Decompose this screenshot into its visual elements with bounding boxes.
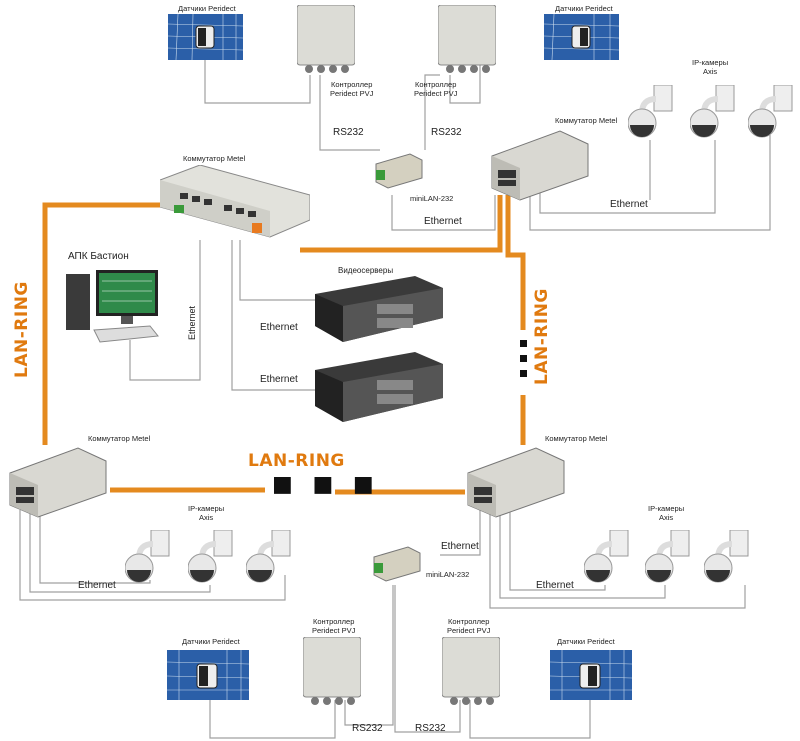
ipcams-label-bottom-right: IP-камеры Axis — [648, 504, 685, 522]
lanring-label-right: LAN-RING — [532, 288, 552, 385]
controller-box-top-right — [437, 4, 497, 75]
rs232-label-bottom-left: RS232 — [352, 723, 383, 734]
ipcams-label-bottom-left: IP-камеры Axis — [188, 504, 225, 522]
apk-workstation-icon — [66, 266, 162, 344]
ipcams-label-top: IP-камеры Axis — [692, 58, 729, 76]
ip-camera-icon-top-3 — [747, 84, 796, 141]
controller-box-bottom-left — [302, 636, 362, 707]
switch-metel-bottom-left — [8, 443, 108, 518]
minilan-label-bottom: miniLAN-232 — [426, 570, 470, 579]
switch-metel-bottom-right — [466, 443, 566, 518]
controller-label-top-right: Контроллер Peridect PVJ — [414, 80, 458, 98]
minilan-converter-top — [372, 152, 424, 190]
videoserver-1 — [315, 276, 443, 342]
sensor-photo-bottom-left — [166, 650, 250, 700]
ethernet-label-server-2: Ethernet — [260, 374, 298, 385]
ip-camera-icon-br-1 — [583, 529, 632, 586]
controller-box-bottom-right — [441, 636, 501, 707]
switch-label-bottom-right: Коммутатор Metel — [545, 434, 608, 443]
ring-continuation-dots-right — [520, 340, 528, 385]
lanring-label-bottom: LAN-RING — [248, 451, 345, 471]
sensor-photo-bottom-right — [549, 650, 633, 700]
ethernet-label-bottom-left: Ethernet — [78, 580, 116, 591]
controller-label-bottom-right: Контроллер Peridect PVJ — [447, 617, 491, 635]
ethernet-label-bottom-right: Ethernet — [536, 580, 574, 591]
ethernet-label-apk: Ethernet — [187, 305, 197, 340]
sensor-label-bottom-right: Датчики Peridect — [557, 637, 615, 646]
controller-box-top-left — [296, 4, 356, 75]
ip-camera-icon-bl-1 — [124, 529, 173, 586]
videoservers-label: Видеосерверы — [338, 266, 394, 275]
sensor-label-bottom-left: Датчики Peridect — [182, 637, 240, 646]
ip-camera-icon-top-1 — [627, 84, 676, 141]
switch-metel-rack — [159, 164, 311, 245]
ethernet-label-top-right: Ethernet — [610, 199, 648, 210]
apk-label: АПК Бастион — [68, 251, 129, 262]
ethernet-label-server-1: Ethernet — [260, 322, 298, 333]
sensor-label-top-left: Датчики Peridect — [178, 4, 236, 13]
videoserver-2 — [315, 352, 443, 422]
ip-camera-icon-br-2 — [644, 529, 693, 586]
switch-label-bottom-left: Коммутатор Metel — [88, 434, 151, 443]
switch-label-rack: Коммутатор Metel — [183, 154, 246, 163]
rs232-label-top-right: RS232 — [431, 127, 462, 138]
controller-label-bottom-left: Контроллер Peridect PVJ — [312, 617, 356, 635]
ip-camera-icon-br-3 — [703, 529, 752, 586]
minilan-converter-bottom — [370, 545, 422, 583]
rs232-label-top-left: RS232 — [333, 127, 364, 138]
ip-camera-icon-top-2 — [689, 84, 738, 141]
sensor-photo-top-left — [167, 13, 244, 61]
sensor-label-top-right: Датчики Peridect — [555, 4, 613, 13]
ring-continuation-dots-bottom: ■ ■ ■ — [272, 472, 380, 497]
rs232-label-bottom-right: RS232 — [415, 723, 446, 734]
switch-label-top-right: Коммутатор Metel — [555, 116, 618, 125]
sensor-photo-top-right — [543, 13, 620, 61]
minilan-label-top: miniLAN-232 — [410, 194, 454, 203]
lan-ring-path — [42, 195, 526, 495]
ip-camera-icon-bl-2 — [187, 529, 236, 586]
switch-metel-top-right — [490, 126, 590, 201]
ethernet-label-minilan-top: Ethernet — [424, 216, 462, 227]
ip-camera-icon-bl-3 — [245, 529, 294, 586]
lanring-label-left: LAN-RING — [12, 281, 32, 378]
controller-label-top-left: Контроллер Peridect PVJ — [330, 80, 374, 98]
ethernet-label-minilan-bottom: Ethernet — [441, 541, 479, 552]
